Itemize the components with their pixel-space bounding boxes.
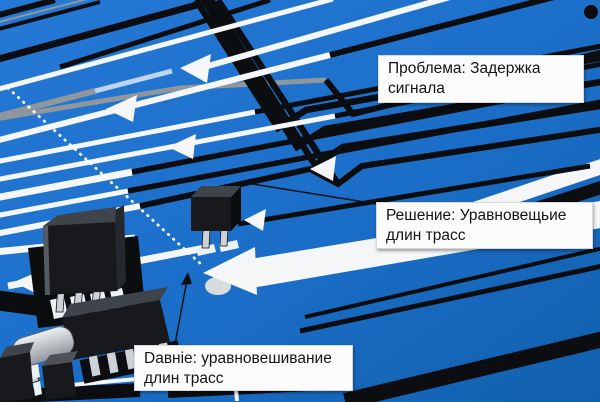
callout-problem-text: Проблема: Задержка сигнала: [388, 60, 541, 97]
transistor-trace: [237, 163, 591, 227]
callout-data-text: Daвніе: уравновешивание длин трасс: [144, 350, 332, 387]
signal-arrow-icon: [180, 54, 211, 83]
signal-arrow-icon: [106, 95, 137, 122]
signal-arrow-icon: [244, 209, 266, 231]
callout-problem: Проблема: Задержка сигнала: [378, 55, 584, 103]
transistor-component: [191, 186, 241, 256]
callout-data: Daвніе: уравновешивание длин трасс: [134, 345, 353, 391]
corner-chip: [0, 342, 42, 402]
leader-arrow-data: [174, 272, 192, 345]
callout-solution-text: Решение: Уравновещьие длин трасс: [386, 207, 567, 244]
via-dot: [584, 5, 598, 19]
dotted-guide-line: [6, 86, 205, 268]
signal-arrow-icon: [310, 156, 336, 181]
signal-arrow-icon: [168, 134, 196, 159]
callout-solution: Решение: Уравновещьие длин трасс: [376, 202, 593, 249]
leader-line-solution: [239, 181, 378, 205]
small-chip: [42, 351, 78, 400]
